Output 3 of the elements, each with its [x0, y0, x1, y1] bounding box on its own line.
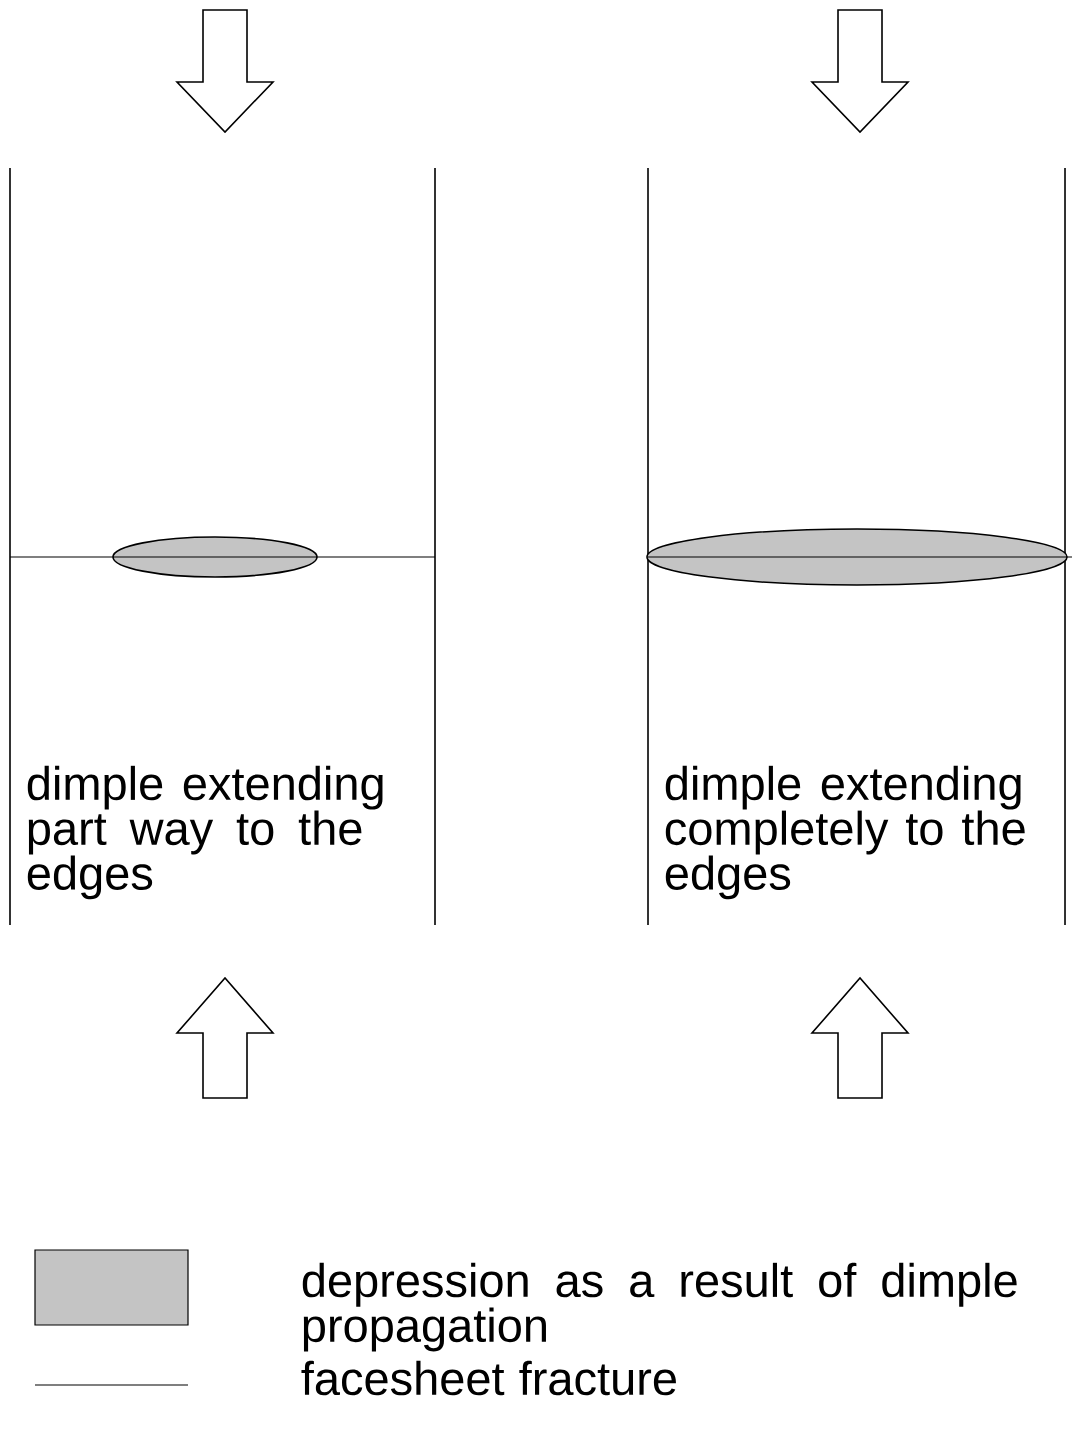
legend-text: facesheet fracture [301, 1360, 676, 1396]
panel-label: dimple extending part way to the edges [27, 765, 383, 900]
panel-label: dimple extending completely to the edges [665, 765, 1025, 900]
